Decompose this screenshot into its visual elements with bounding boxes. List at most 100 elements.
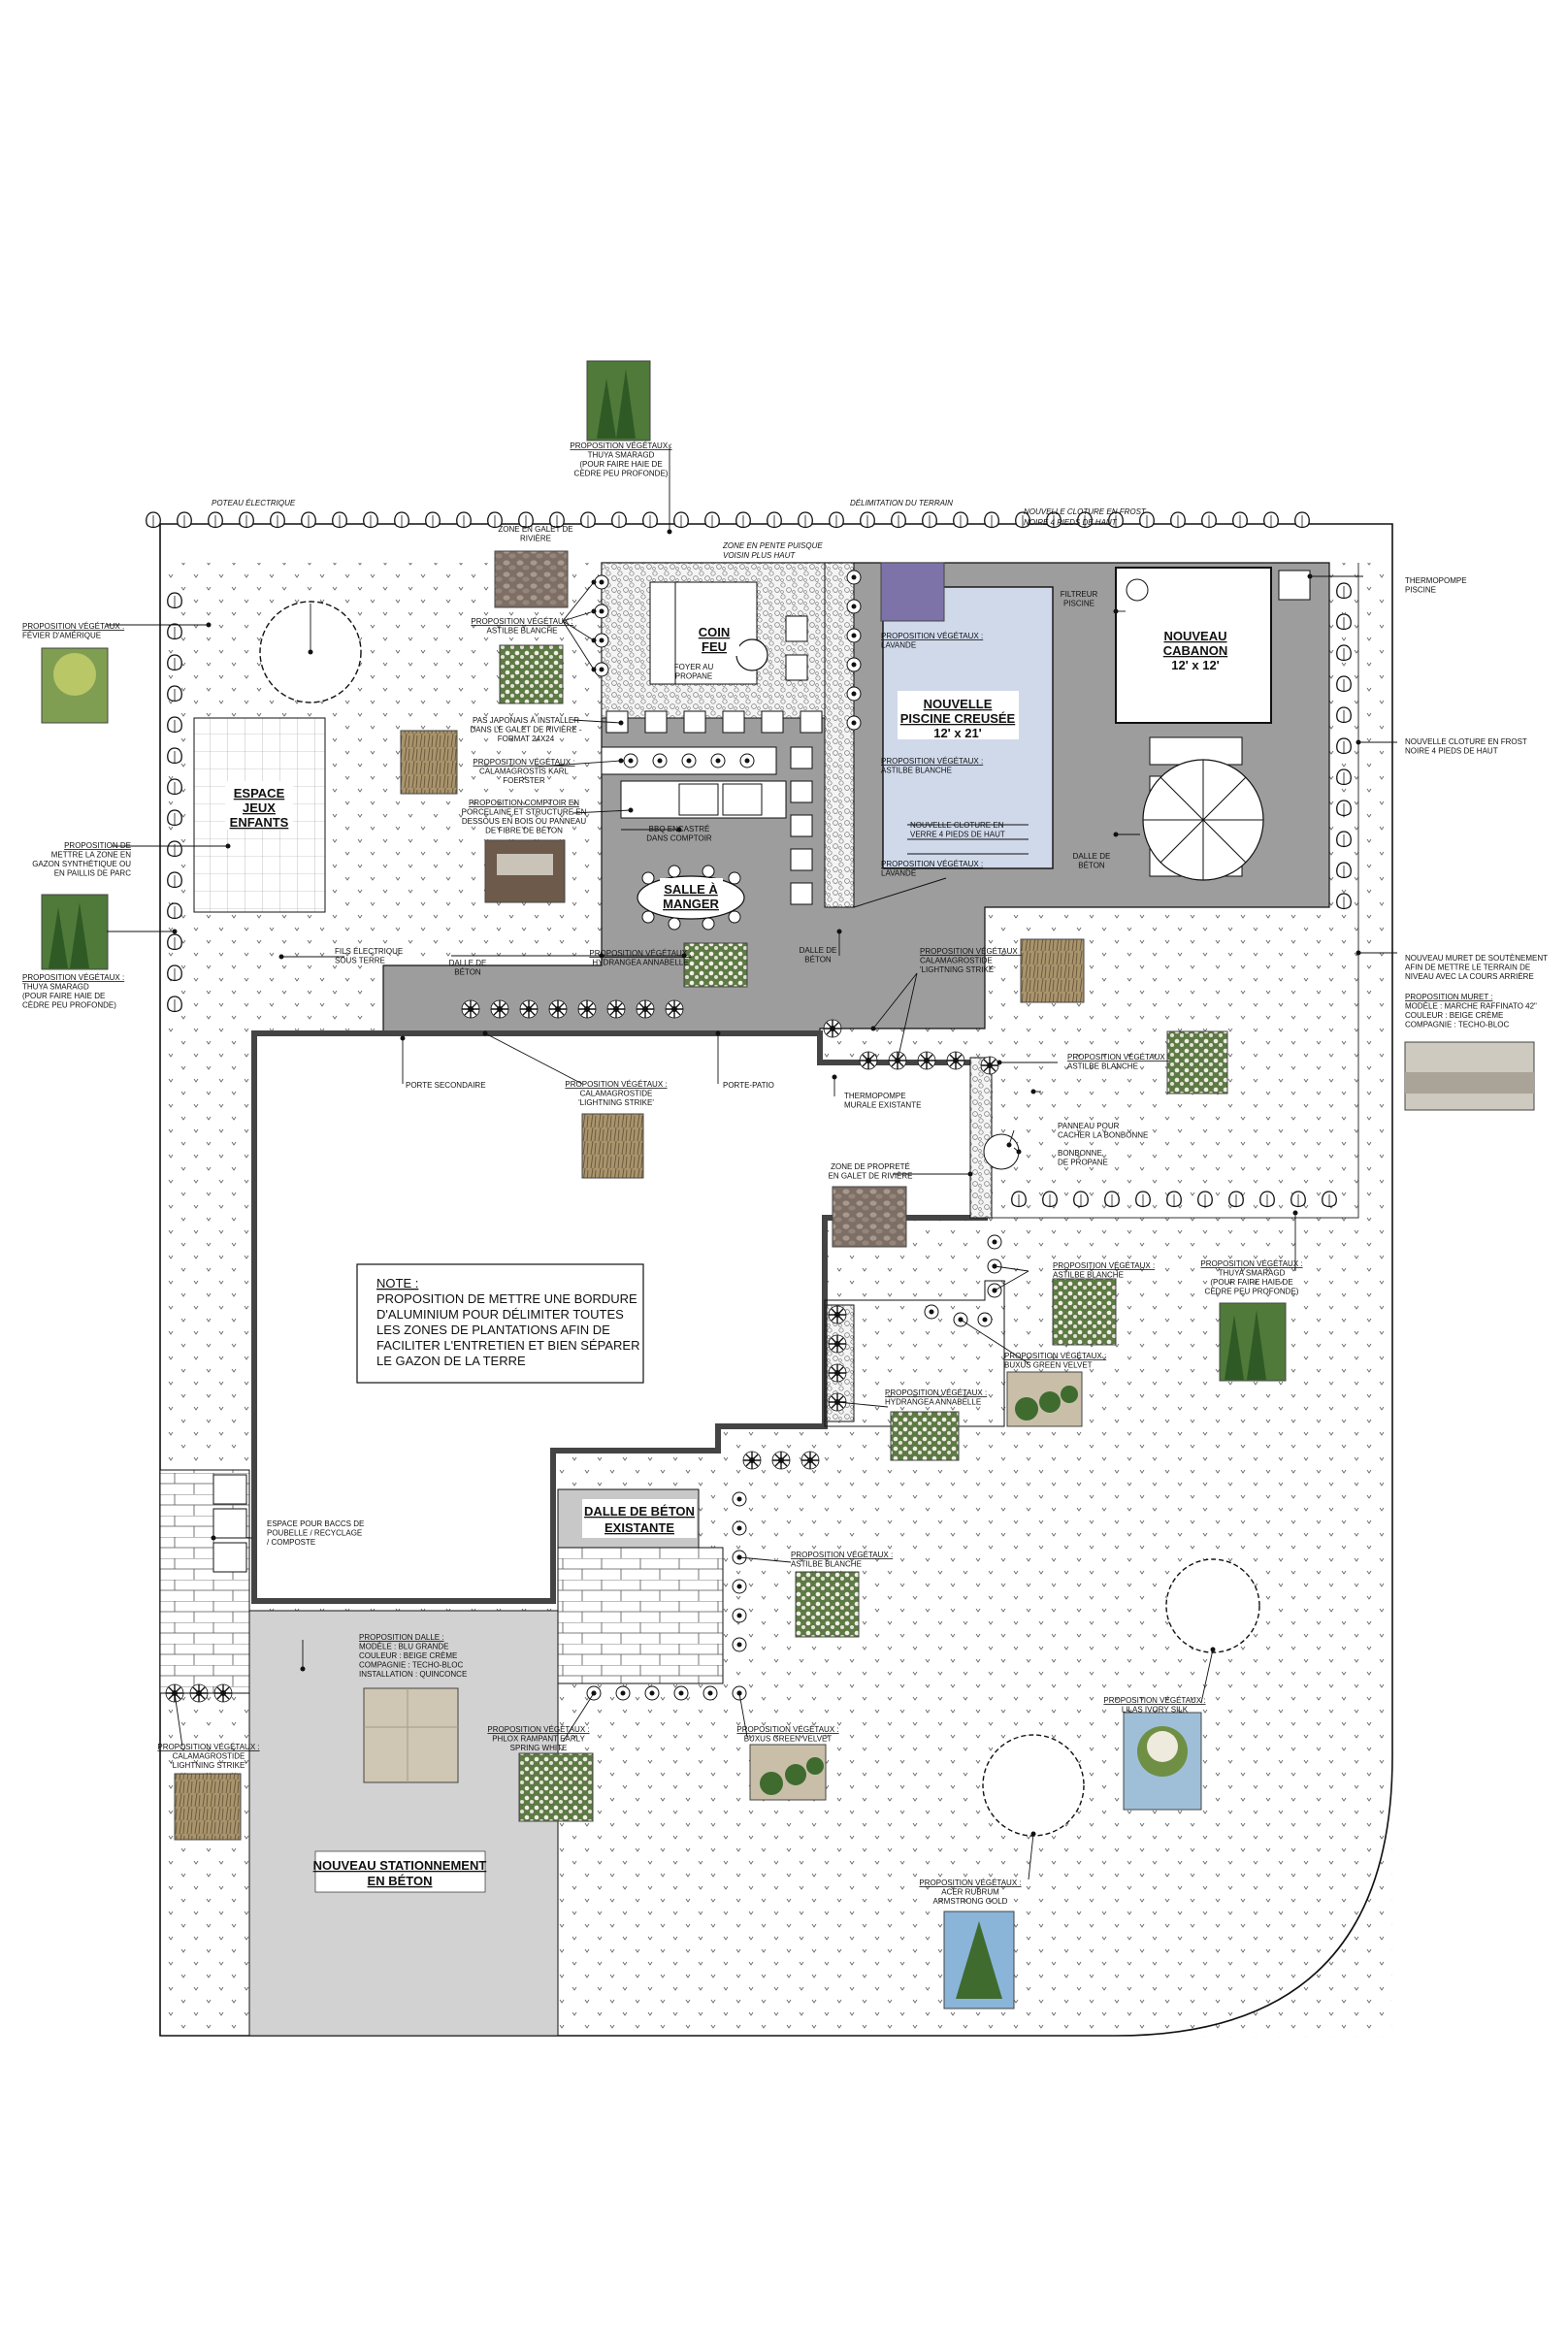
hedge-shrub	[425, 511, 441, 529]
label-pas-japonais: FORMAT 24X24	[498, 735, 555, 743]
hedge-shrub	[301, 511, 316, 529]
paver-zone-right	[557, 1547, 724, 1684]
multi-line-labels: PROPOSITION VÉGÉTAUX :THUYA SMARAGD(POUR…	[22, 441, 1548, 1906]
flower-plant	[644, 1685, 660, 1701]
photo-muret	[1404, 1041, 1535, 1111]
label-calamagrostide-2: 'LIGHTNING STRIKE'	[578, 1098, 654, 1107]
flower-plant	[846, 570, 862, 585]
note-line: LE GAZON DE LA TERRE	[376, 1354, 526, 1368]
hedge-shrub	[767, 511, 782, 529]
hedge-shrub	[167, 809, 182, 827]
grass-plant	[189, 1683, 209, 1703]
note-line: LES ZONES DE PLANTATIONS AFIN DE	[376, 1323, 610, 1337]
bin-box	[212, 1474, 247, 1505]
hedge-shrub	[1135, 1191, 1151, 1208]
photo-fevier	[41, 647, 109, 724]
photo-comptoir	[484, 839, 566, 903]
grass-plant	[490, 999, 509, 1019]
photo-astilbe-2	[1166, 1030, 1228, 1094]
label-cloture-right: NOUVELLE CLOTURE EN FROST	[1405, 737, 1527, 746]
label-fils-elec: FILS ÉLECTRIQUE	[335, 947, 403, 956]
flower-plant	[652, 753, 668, 768]
hedge-shrub	[167, 716, 182, 734]
leader-line	[1028, 1833, 1034, 1880]
hedge-shrub	[167, 592, 182, 609]
flower-plant	[846, 657, 862, 672]
leader-dot	[736, 1554, 742, 1560]
label-comptoir: PORCELAINE ET STRUCTURE EN	[462, 808, 587, 817]
label-bacs: POUBELLE / RECYCLAGE	[267, 1529, 362, 1538]
label-astilbe-3: PROPOSITION VÉGÉTAUX :	[1067, 1053, 1169, 1062]
photo-calamagrostide-3	[174, 1773, 242, 1841]
hedge-shrub	[1166, 1191, 1182, 1208]
flower-plant	[739, 753, 755, 768]
hedge-shrub	[1322, 1191, 1337, 1208]
label-buxus-2: PROPOSITION VÉGÉTAUX :	[736, 1725, 838, 1734]
label-thermopompe-murale: THERMOPOMPE	[844, 1092, 906, 1100]
leader-dots	[172, 529, 1361, 1837]
leader-dot	[591, 608, 597, 614]
label-foyer: PROPANE	[675, 672, 713, 681]
leader-dot	[1356, 950, 1361, 956]
leader-dot	[992, 1263, 997, 1269]
label-calamagrostide-3: 'LIGHTNING STRIKE'	[171, 1761, 246, 1770]
dalle-existante-box	[582, 1499, 697, 1538]
stationnement-box	[314, 1850, 486, 1893]
hedge-shrub	[167, 778, 182, 796]
coin-feu-label-box	[689, 621, 739, 656]
label-foyer: FOYER AU	[674, 663, 714, 671]
label-dalle-prop: MODÈLE : BLU GRANDE	[359, 1643, 448, 1651]
hedge-shrub	[642, 511, 658, 529]
leader-dot	[206, 622, 212, 628]
hedge-shrub	[208, 511, 223, 529]
label-cabanon: CABANON	[1163, 643, 1227, 658]
label-zone-pente-2: VOISIN PLUS HAUT	[723, 551, 796, 560]
label-thuya-right: THUYA SMARAGD	[1219, 1269, 1286, 1278]
leader-dot	[1016, 1149, 1022, 1155]
hedge-shrub	[953, 511, 968, 529]
leader-dot	[278, 954, 284, 960]
label-thermopompe-murale: MURALE EXISTANTE	[844, 1101, 921, 1110]
note-line: FACILITER L'ENTRETIEN ET BIEN SÉPARER	[376, 1338, 639, 1353]
label-calamagrostide-3: PROPOSITION VÉGÉTAUX :	[157, 1743, 259, 1751]
label-phlox: PHLOX RAMPANT EARLY	[492, 1735, 585, 1744]
leader-dot	[676, 827, 682, 833]
flower-plant	[623, 753, 638, 768]
label-zone-pente-1: ZONE EN PENTE PUISQUE	[722, 541, 823, 550]
label-cabanon: NOUVEAU	[1163, 629, 1226, 643]
leader-line	[897, 972, 918, 1062]
photo-hydrangea-2	[890, 1411, 960, 1461]
label-lavande-2: LAVANDE	[881, 869, 916, 878]
hedge-shrub	[1201, 511, 1217, 529]
label-dalle-prop: PROPOSITION DALLE :	[359, 1633, 444, 1642]
hedge-shrub	[167, 623, 182, 640]
flower-plant	[594, 604, 609, 619]
label-stationnement: EN BÉTON	[368, 1874, 433, 1888]
property-line	[159, 523, 1393, 2037]
fire-chair	[785, 654, 808, 681]
label-astilbe-2: PROPOSITION VÉGÉTAUX :	[881, 757, 983, 766]
label-calamagrostis-karl: CALAMAGROSTIS KARL	[479, 768, 570, 776]
leader-dot	[736, 1690, 742, 1696]
label-lavande-1: PROPOSITION VÉGÉTAUX :	[881, 632, 983, 640]
hedge-shrub	[1336, 644, 1352, 662]
leader-dot	[308, 649, 313, 655]
photo-thuya-left	[41, 894, 109, 970]
grass-plant	[859, 1051, 878, 1070]
note-line: D'ALUMINIUM POUR DÉLIMITER TOUTES	[376, 1307, 624, 1322]
leader-line	[538, 760, 622, 768]
label-thuya-right: CÈDRE PEU PROFONDE)	[1205, 1288, 1299, 1296]
label-acer: ARMSTRONG GOLD	[933, 1897, 1008, 1906]
label-espace-jeux: ESPACE	[234, 786, 285, 800]
flower-plant	[732, 1491, 747, 1507]
fence-line-right	[970, 563, 1359, 1219]
label-thuya-left: THUYA SMARAGD	[22, 983, 89, 992]
label-muret: AFIN DE METTRE LE TERRAIN DE	[1405, 964, 1530, 972]
leader-dot	[1030, 1831, 1036, 1837]
leader-line	[1008, 1129, 1015, 1146]
hedge-shrub	[1336, 768, 1352, 786]
label-fils-elec: SOUS TERRE	[335, 957, 385, 965]
label-muret-prop: COULEUR : BEIGE CRÈME	[1405, 1011, 1503, 1020]
leader-line	[572, 809, 632, 814]
hedge-shrub	[167, 964, 182, 982]
